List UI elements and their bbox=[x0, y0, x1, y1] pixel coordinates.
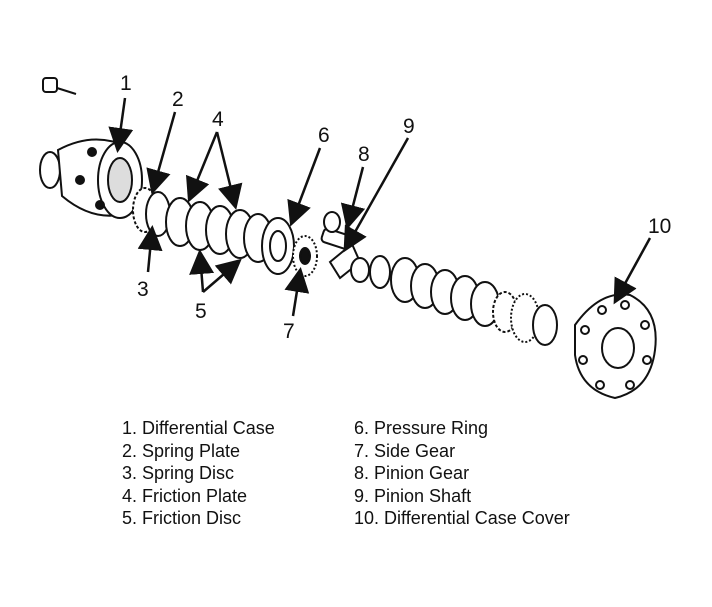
legend-item-6: 6. Pressure Ring bbox=[354, 418, 489, 438]
legend-item-5: 5. Friction Disc bbox=[122, 508, 242, 528]
right-clutch-stack bbox=[369, 255, 558, 346]
bolt-part bbox=[42, 77, 77, 95]
callout-1: 1 bbox=[120, 72, 132, 95]
leader-arrows bbox=[108, 97, 652, 317]
legend-item-9: 9. Pinion Shaft bbox=[354, 485, 472, 506]
spring-plate-part bbox=[132, 187, 171, 237]
differential-case-part bbox=[39, 138, 143, 219]
legend-item-4: 4. Friction Plate bbox=[122, 485, 248, 506]
callout-7: 7 bbox=[283, 320, 295, 343]
callout-10: 10 bbox=[648, 215, 671, 238]
callout-8: 8 bbox=[358, 143, 370, 166]
legend-item-3: 3. Spring Disc bbox=[122, 463, 235, 483]
friction-plate-stack bbox=[165, 197, 273, 263]
legend-item-1: 1. Differential Case bbox=[122, 418, 275, 438]
side-gear-part bbox=[292, 235, 318, 277]
pressure-ring-part bbox=[261, 217, 295, 275]
callout-5: 5 bbox=[195, 300, 207, 323]
legend-item-8: 8. Pinion Gear bbox=[354, 463, 470, 483]
legend-item-10: 10. Differential Case Cover bbox=[354, 508, 570, 528]
callout-6: 6 bbox=[318, 124, 330, 147]
exploded-differential-diagram: 1 2 4 6 8 9 10 3 5 7 bbox=[39, 72, 671, 400]
legend-right-column: 6. Pressure Ring 7. Side Gear 8. Pinion … bbox=[354, 417, 570, 530]
callout-4: 4 bbox=[212, 108, 224, 131]
callout-3: 3 bbox=[137, 278, 149, 301]
legend-item-2: 2. Spring Plate bbox=[122, 440, 241, 461]
legend-left-column: 1. Differential Case 2. Spring Plate 3. … bbox=[122, 417, 275, 530]
differential-case-cover-part bbox=[574, 293, 657, 400]
callout-9: 9 bbox=[403, 115, 415, 138]
legend-item-7: 7. Side Gear bbox=[354, 440, 456, 461]
callout-2: 2 bbox=[172, 88, 184, 111]
